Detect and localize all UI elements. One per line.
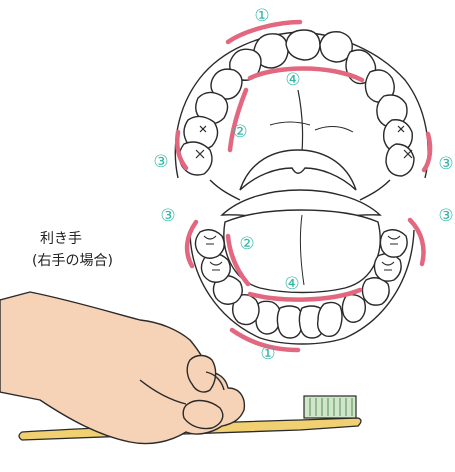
zone-lingual-upper-highlight <box>250 69 362 81</box>
palate-ridge <box>270 122 310 125</box>
lower-tooth <box>380 230 407 257</box>
uvula <box>240 150 356 190</box>
zone-side-lower-right-highlight <box>410 220 424 264</box>
lower-tooth <box>277 306 302 338</box>
caption-right-hand-case: (右手の場合) <box>32 250 113 270</box>
highlight-zones <box>177 22 430 350</box>
zone-marker-lingual-lower: ④ <box>284 274 299 294</box>
lower-tooth <box>374 254 401 281</box>
lower-arch <box>190 210 414 344</box>
toothbrush-bristles <box>304 396 356 418</box>
caption-dominant-hand: 利き手 <box>40 228 82 248</box>
zone-marker-palatal-upper-left: ② <box>232 122 247 142</box>
zone-marker-side-lower-right: ③ <box>438 206 453 226</box>
palate-ridge <box>315 126 353 132</box>
lower-tooth <box>342 295 365 323</box>
upper-tooth <box>386 144 414 176</box>
zone-marker-side-lower-left: ③ <box>160 206 175 226</box>
zone-marker-lingual-lower-left: ② <box>239 234 254 254</box>
zone-marker-side-upper-right: ③ <box>438 154 453 174</box>
zone-marker-front-upper: ① <box>254 6 269 26</box>
right-hand <box>0 292 244 444</box>
upper-tooth <box>286 30 320 60</box>
zone-side-lower-left-highlight <box>187 222 196 266</box>
lower-tooth <box>256 301 280 334</box>
lower-tooth <box>318 302 342 336</box>
zone-marker-front-lower: ① <box>260 344 275 364</box>
zone-marker-side-upper-left: ③ <box>153 152 168 172</box>
lower-tooth <box>362 278 389 305</box>
zone-marker-lingual-upper: ④ <box>285 70 300 90</box>
zone-side-upper-right-highlight <box>424 134 430 170</box>
upper-tooth <box>179 142 212 175</box>
